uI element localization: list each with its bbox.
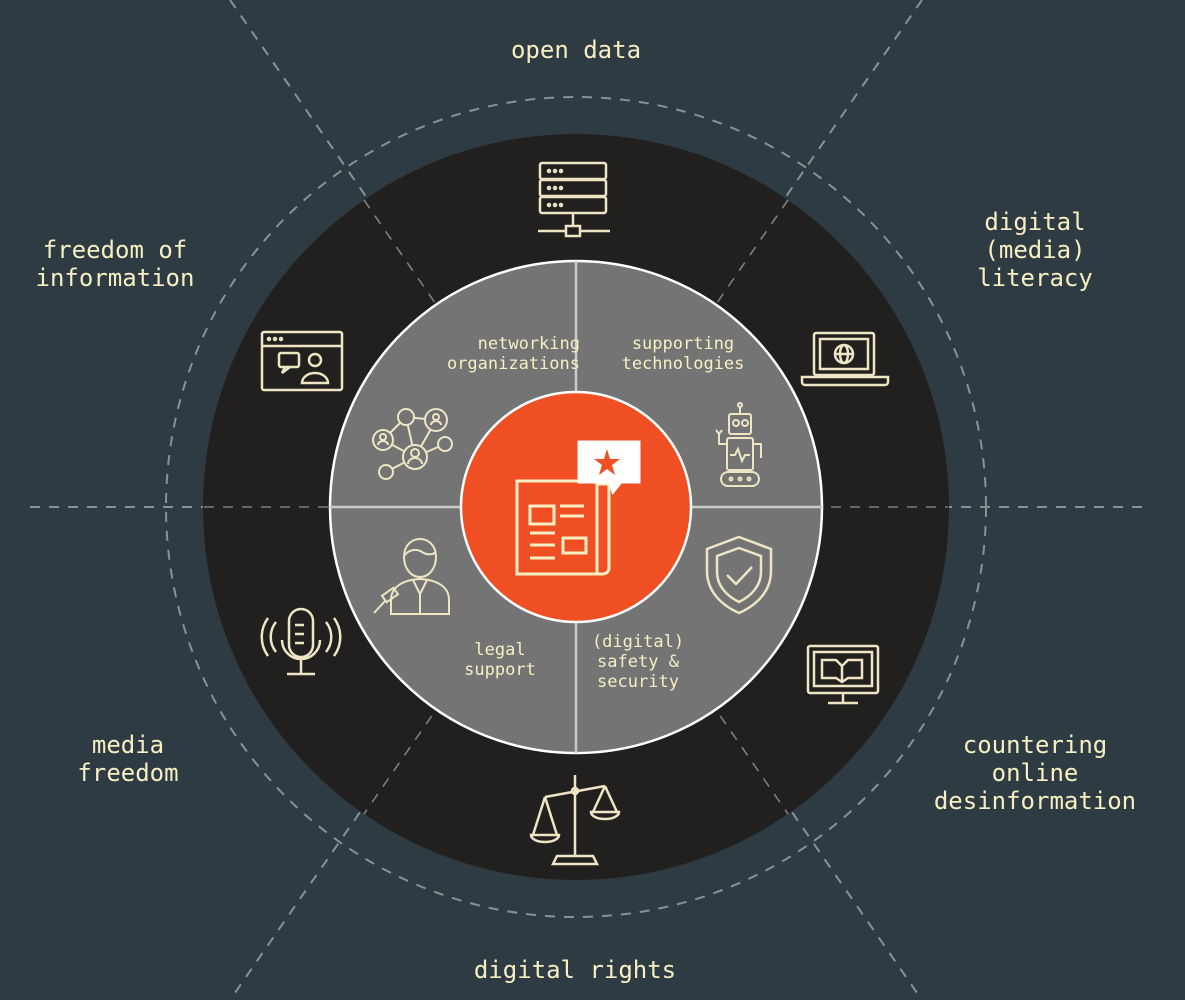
label-networking-organizations: networking organizations xyxy=(446,334,580,374)
label-supporting-technologies: supporting technologies xyxy=(621,334,745,374)
browser-chat-icon xyxy=(260,330,344,392)
newspaper-star-icon xyxy=(515,440,641,576)
label-digital-media-literacy: digital (media) literacy xyxy=(977,208,1093,292)
shield-check-icon xyxy=(705,535,773,615)
lawyer-icon xyxy=(373,537,450,615)
network-people-icon xyxy=(372,408,453,480)
label-digital-safety-security: (digital) safety & security xyxy=(591,632,685,692)
ring-divider-lines xyxy=(204,199,948,815)
scales-icon xyxy=(529,775,621,866)
server-icon xyxy=(538,161,610,238)
monitor-book-icon xyxy=(806,644,880,705)
laptop-globe-icon xyxy=(800,331,890,387)
microphone-icon xyxy=(260,607,342,676)
label-countering-online-desinformation: countering online desinformation xyxy=(933,731,1137,815)
label-legal-support: legal support xyxy=(464,640,536,680)
robot-icon xyxy=(715,402,762,487)
label-open-data: open data xyxy=(510,36,642,64)
label-freedom-of-information: freedom of information xyxy=(35,236,195,292)
label-digital-rights: digital rights xyxy=(473,956,677,984)
label-media-freedom: media freedom xyxy=(77,731,179,787)
